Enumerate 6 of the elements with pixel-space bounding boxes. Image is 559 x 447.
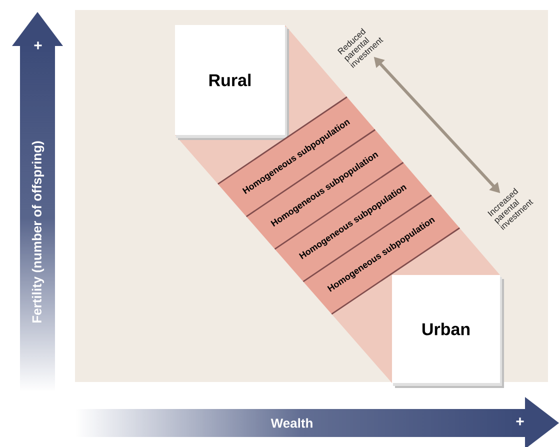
plus-sign: + bbox=[34, 42, 42, 50]
place-box: Rural bbox=[175, 25, 289, 140]
axis-label: Wealth bbox=[270, 418, 312, 428]
axis-label: Fertility (number of offspring) bbox=[32, 141, 44, 322]
place-box: Urban bbox=[392, 275, 504, 388]
plus-sign: + bbox=[516, 418, 524, 426]
